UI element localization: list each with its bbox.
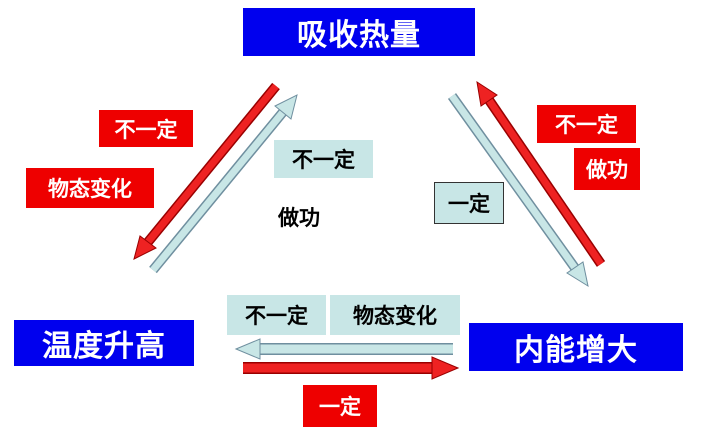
label-left-cyan-not-necessarily: 不一定: [274, 140, 373, 178]
node-temperature-rise: 温度升高: [14, 320, 194, 366]
label-left-work: 做功: [278, 206, 320, 230]
arrow-temperature-to-heat: [149, 94, 298, 274]
arrow-heat-to-temperature: [133, 82, 280, 260]
arrow-temperature-to-internal-energy: [243, 356, 460, 380]
label-left-phase-change: 物态变化: [26, 168, 154, 208]
arrow-internal-energy-to-temperature: [234, 338, 453, 360]
label-bottom-certainly: 一定: [303, 385, 377, 427]
label-bottom-phase-change: 物态变化: [330, 295, 460, 335]
arrow-heat-to-internal-energy: [447, 93, 589, 288]
label-right-not-necessarily: 不一定: [537, 105, 636, 143]
label-right-certainly: 一定: [434, 182, 504, 224]
node-absorb-heat: 吸收热量: [243, 8, 475, 56]
label-left-not-necessarily: 不一定: [99, 110, 193, 147]
label-right-work: 做功: [574, 148, 640, 190]
label-bottom-not-necessarily: 不一定: [227, 295, 326, 335]
node-internal-energy-increase: 内能增大: [469, 323, 683, 371]
arrow-internal-energy-to-heat: [476, 80, 606, 267]
